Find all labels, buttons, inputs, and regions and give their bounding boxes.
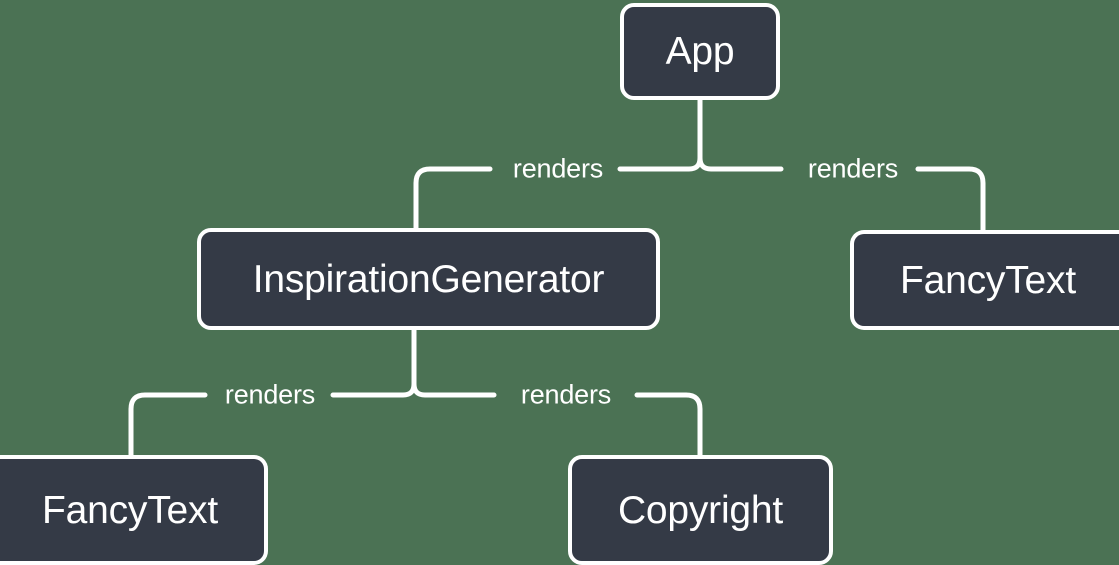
node-inspirationgenerator[interactable]: InspirationGenerator [197,228,660,330]
edge-label-inspirationgenerator-to-copyright: renders [520,379,612,410]
node-fancytext-left-label: FancyText [42,488,218,532]
node-app[interactable]: App [620,3,780,100]
node-fancytext-right-label: FancyText [900,258,1076,302]
node-inspirationgenerator-label: InspirationGenerator [252,257,605,301]
edge-label-app-to-fancytext-right: renders [807,153,899,184]
edge-app-to-inspirationgenerator [413,166,493,231]
node-fancytext-left[interactable]: FancyText [0,455,268,565]
edge-inspirationgenerator-to-copyright [634,392,703,458]
edge-inspirationgenerator-to-fancytext-left [128,392,208,458]
node-copyright[interactable]: Copyright [568,455,833,565]
edge-app-junction-left [617,155,703,172]
edge-inspirationgenerator-junction-right [411,381,497,398]
node-fancytext-right[interactable]: FancyText [850,230,1119,330]
edge-app-to-fancytext-right [915,166,986,233]
edge-label-inspirationgenerator-to-fancytext-left: renders [224,379,316,410]
edge-label-app-to-inspirationgenerator: renders [512,153,604,184]
edge-app-junction-right [697,155,784,172]
node-app-label: App [665,30,735,73]
node-copyright-label: Copyright [617,488,784,532]
edge-inspirationgenerator-junction-left [330,381,417,398]
